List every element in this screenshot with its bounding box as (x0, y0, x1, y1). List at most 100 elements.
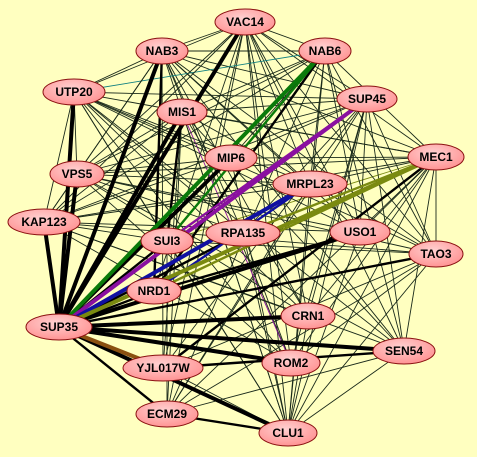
node-vps5[interactable]: VPS5 (49, 160, 105, 188)
node-mip6[interactable]: MIP6 (204, 144, 258, 172)
node-label: NRD1 (138, 284, 171, 298)
node-label: ROM2 (274, 356, 309, 370)
edge-sup35-tao3 (57, 252, 438, 329)
edge-sup35-ecm29 (57, 325, 169, 416)
node-label: RPA135 (221, 226, 266, 240)
edge-clu1-sen54 (287, 350, 405, 434)
node-label: SEN54 (385, 344, 423, 358)
node-sen54[interactable]: SEN54 (372, 337, 436, 365)
edge-tao3-nab6 (324, 50, 437, 255)
node-label: MRPL23 (286, 177, 334, 191)
edge-sen54-kap123 (43, 221, 405, 352)
edge-nab3-vps5 (76, 50, 163, 175)
node-nab3[interactable]: NAB3 (135, 37, 189, 65)
node-ellipse (7, 208, 81, 236)
edge-clu1-mec1 (287, 156, 437, 434)
node-label: KAP123 (21, 215, 67, 229)
node-label: USO1 (344, 225, 377, 239)
node-rpa135[interactable]: RPA135 (205, 219, 281, 247)
edge-vac14-kap123 (43, 21, 246, 223)
edge-sui3-nab6 (165, 49, 327, 243)
node-uso1[interactable]: USO1 (329, 218, 391, 246)
edge-sup45-utp20 (73, 91, 368, 100)
node-vac14[interactable]: VAC14 (214, 8, 276, 36)
node-label: SUP45 (348, 92, 386, 106)
node-ellipse (25, 313, 93, 341)
node-rom2[interactable]: ROM2 (261, 349, 321, 377)
node-ellipse (408, 240, 464, 268)
node-label: NAB6 (309, 44, 342, 58)
edge-uso1-sup45 (359, 98, 368, 233)
node-label: TAO3 (420, 247, 451, 261)
node-yjl017w[interactable]: YJL017W (122, 354, 204, 382)
node-ellipse (329, 218, 391, 246)
edge-crn1-nab3 (161, 50, 309, 317)
edge-mip6-utp20 (73, 91, 232, 159)
node-label: MEC1 (419, 150, 453, 164)
node-label: SUI3 (154, 234, 181, 248)
edge-utp20-kap123 (43, 91, 75, 223)
node-ellipse (298, 37, 352, 65)
edge-mip6-mec1 (230, 156, 437, 159)
node-ecm29[interactable]: ECM29 (135, 400, 199, 428)
node-ellipse (261, 349, 321, 377)
node-label: CLU1 (272, 426, 304, 440)
edge-uso1-mec1 (359, 156, 437, 233)
node-mrpl23[interactable]: MRPL23 (272, 170, 348, 198)
edge-ecm29-tao3 (166, 253, 437, 415)
node-ellipse (126, 277, 182, 305)
node-ellipse (122, 354, 204, 382)
edge-sui3-tao3 (166, 240, 437, 255)
node-clu1[interactable]: CLU1 (258, 419, 318, 447)
edge-crn1-sup45 (307, 98, 368, 317)
node-ellipse (49, 160, 105, 188)
node-ellipse (407, 143, 465, 171)
edge-sup35-sen54 (57, 325, 406, 353)
node-ellipse (272, 170, 348, 198)
edge-clu1-tao3 (287, 253, 437, 434)
node-nab6[interactable]: NAB6 (298, 37, 352, 65)
node-sup45[interactable]: SUP45 (336, 85, 398, 113)
edge-sup35-vps5 (57, 172, 79, 329)
node-label: NAB3 (146, 44, 179, 58)
node-sui3[interactable]: SUI3 (140, 227, 194, 255)
node-label: ECM29 (147, 407, 187, 421)
node-nrd1[interactable]: NRD1 (126, 277, 182, 305)
edge-ecm29-sup45 (166, 98, 368, 415)
edge-clu1-utp20 (73, 91, 289, 434)
node-sup35[interactable]: SUP35 (25, 313, 93, 341)
node-label: YJL017W (136, 361, 190, 375)
node-ellipse (336, 85, 398, 113)
edge-sup35-vac14 (57, 20, 247, 329)
node-kap123[interactable]: KAP123 (7, 208, 81, 236)
edge-clu1-uso1 (287, 231, 361, 434)
node-label: CRN1 (292, 309, 325, 323)
edge-mip6-sup45 (230, 98, 368, 159)
node-tao3[interactable]: TAO3 (408, 240, 464, 268)
node-ellipse (135, 37, 189, 65)
node-label: VAC14 (226, 15, 264, 29)
node-ellipse (372, 337, 436, 365)
edge-sup35-mrpl23 (57, 182, 312, 329)
node-ellipse (42, 78, 106, 106)
node-utp20[interactable]: UTP20 (42, 78, 106, 106)
node-mis1[interactable]: MIS1 (156, 98, 208, 126)
edge-tao3-vac14 (244, 21, 437, 255)
edge-ecm29-sen54 (166, 350, 405, 415)
edge-rom2-vac14 (244, 21, 292, 364)
node-ellipse (140, 227, 194, 255)
node-mec1[interactable]: MEC1 (407, 143, 465, 171)
node-label: UTP20 (55, 85, 93, 99)
node-crn1[interactable]: CRN1 (280, 302, 336, 330)
edge-crn1-utp20 (73, 91, 309, 317)
node-label: MIP6 (217, 151, 245, 165)
node-ellipse (205, 219, 281, 247)
node-ellipse (280, 302, 336, 330)
edge-clu1-mip6 (230, 157, 289, 434)
node-ellipse (258, 419, 318, 447)
edge-tao3-sup45 (366, 98, 437, 255)
edge-sup35-uso1 (57, 230, 362, 329)
